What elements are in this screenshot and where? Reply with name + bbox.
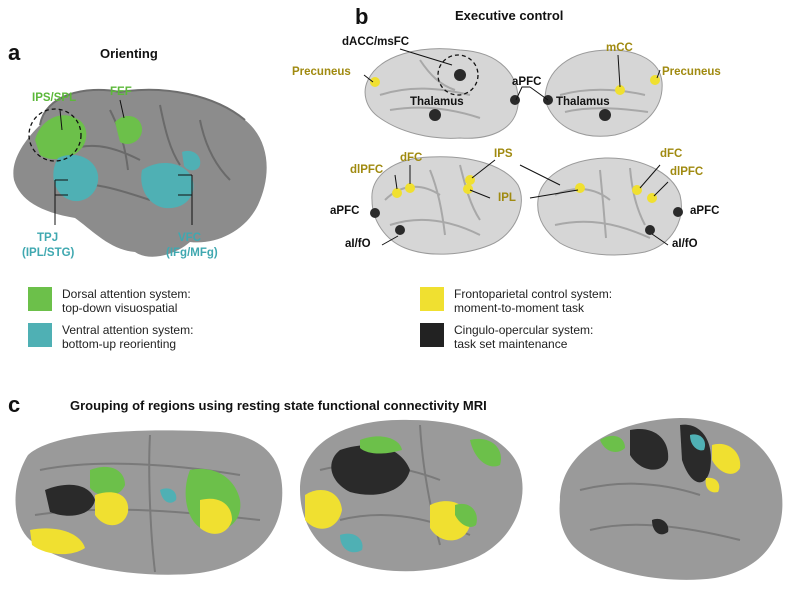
panel-c-letter: c: [8, 392, 21, 417]
panel-c-title: Grouping of regions using resting state …: [70, 398, 487, 413]
rsfc-brain-top-view: [15, 430, 283, 575]
orienting-brain: [13, 88, 267, 257]
dacc-node: [454, 69, 466, 81]
label-dlpfc-right: dlPFC: [670, 166, 704, 178]
dlpfc-left-node: [392, 188, 402, 198]
legend-swatch-dorsal: [28, 287, 52, 311]
aifo-right-node: [645, 225, 655, 235]
apfc-right-node: [673, 207, 683, 217]
executive-medial-right: [543, 49, 663, 137]
legend-swatch-ventral: [28, 323, 52, 347]
legend-dorsal: Dorsal attention system: top-down visuos…: [62, 287, 191, 315]
executive-medial-left: [364, 48, 520, 139]
legend-cingulo-line1: Cingulo-opercular system:: [454, 323, 594, 337]
panel-b-title: Executive control: [455, 8, 564, 23]
label-vfc-sub: (IFg/MFg): [166, 247, 218, 259]
apfc-left-node: [370, 208, 380, 218]
label-dfc-left: dFC: [400, 152, 423, 164]
panel-b-letter: b: [355, 4, 369, 29]
thalamus-right-node: [599, 109, 611, 121]
legend-dorsal-line2: top-down visuospatial: [62, 301, 178, 315]
executive-lateral-left: [370, 156, 522, 255]
label-precuneus-left: Precuneus: [292, 66, 351, 78]
label-ipl: IPL: [498, 192, 516, 204]
thalamus-left-node: [429, 109, 441, 121]
legend-frontoparietal-line1: Frontoparietal control system:: [454, 287, 613, 301]
label-apfc-left: aPFC: [330, 205, 360, 217]
label-dfc-right: dFC: [660, 148, 683, 160]
legend-dorsal-line1: Dorsal attention system:: [62, 287, 191, 301]
legend-swatch-frontoparietal: [420, 287, 444, 311]
label-thalamus-left: Thalamus: [410, 96, 464, 108]
label-apfc-right: aPFC: [690, 205, 720, 217]
legend-swatch-cingulo: [420, 323, 444, 347]
label-aifo-right: aI/fO: [672, 238, 698, 250]
label-fef: FEF: [110, 86, 132, 98]
legend-ventral-line1: Ventral attention system:: [62, 323, 194, 337]
label-mcc: mCC: [606, 42, 633, 54]
ipl-left-node: [463, 184, 473, 194]
precuneus-left-node: [370, 77, 380, 87]
dfc-right-node: [632, 185, 642, 195]
legend-ventral: Ventral attention system: bottom-up reor…: [62, 323, 193, 351]
vfc-region: [141, 163, 194, 209]
legend-cingulo: Cingulo-opercular system: task set maint…: [454, 323, 593, 351]
apfc-top-left-node: [510, 95, 520, 105]
label-precuneus-right: Precuneus: [662, 66, 721, 78]
panel-a-title: Orienting: [100, 46, 158, 61]
mcc-node: [615, 85, 625, 95]
label-dlpfc-left: dlPFC: [350, 164, 384, 176]
ips-spl-region: [35, 115, 87, 160]
fef-region: [115, 116, 143, 145]
label-ips: IPS: [494, 148, 513, 160]
tpj-region: [53, 154, 99, 202]
label-apfc-top: aPFC: [512, 76, 542, 88]
label-tpj: TPJ: [37, 232, 59, 244]
label-aifo-left: aI/fO: [345, 238, 371, 250]
label-tpj-sub: (IPL/STG): [22, 247, 75, 259]
precuneus-right-node: [650, 75, 660, 85]
dfc-left-node: [405, 183, 415, 193]
legend-frontoparietal-line2: moment-to-moment task: [454, 301, 585, 315]
legend-frontoparietal: Frontoparietal control system: moment-to…: [454, 287, 612, 315]
ipl-right-node: [575, 183, 585, 193]
panel-a-letter: a: [8, 40, 21, 65]
rsfc-brain-lateral-view: [300, 419, 523, 572]
vfc-region-upper: [182, 150, 201, 171]
rsfc-brain-medial-view: [559, 418, 783, 580]
legend-cingulo-line2: task set maintenance: [454, 337, 568, 351]
label-dacc: dACC/msFC: [342, 36, 410, 48]
legend-ventral-line2: bottom-up reorienting: [62, 337, 177, 351]
label-thalamus-right: Thalamus: [556, 96, 610, 108]
aifo-left-node: [395, 225, 405, 235]
label-ips-spl: IPS/SPL: [32, 92, 77, 104]
label-vfc: VFC: [178, 232, 201, 244]
